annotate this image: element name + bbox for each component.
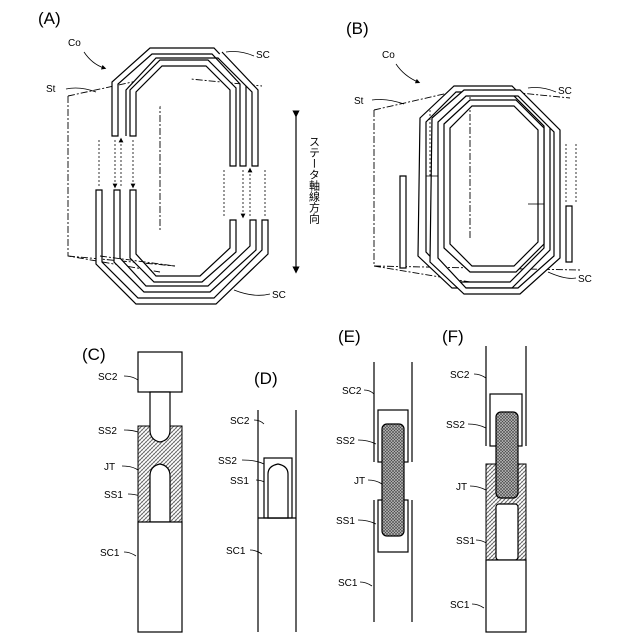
panel-b-coil-3 — [444, 100, 544, 272]
panel-d-ss1-label: SS1 — [230, 476, 249, 487]
panel-c-ss1-label: SS1 — [104, 490, 123, 501]
panel-c-ss1 — [150, 464, 170, 522]
panel-f-leaders — [468, 374, 488, 608]
panel-e-sc1-label: SC1 — [338, 578, 358, 589]
panel-b-sc-bottom-leader — [548, 272, 576, 278]
panel-f-joint — [496, 412, 518, 498]
panel-c-sc2 — [138, 352, 182, 392]
panel-b-st-label: St — [354, 96, 364, 107]
panel-c-ss2-label: SS2 — [98, 426, 117, 437]
panel-d-sc2-label: SC2 — [230, 416, 250, 427]
panel-c-sc1 — [138, 522, 182, 632]
panel-c: (C) SC2 SS2 JT SS1 SC1 — [82, 345, 182, 632]
panel-a-sc-top-leader — [226, 52, 254, 57]
panel-b-st-leader — [372, 100, 404, 105]
panel-c-sc2-label: SC2 — [98, 372, 118, 383]
panel-f-ss2-label: SS2 — [446, 420, 465, 431]
panel-e-ss1-label: SS1 — [336, 516, 355, 527]
panel-a-label: (A) — [38, 9, 61, 28]
panel-c-leaders — [122, 376, 140, 556]
panel-e-label: (E) — [338, 327, 361, 346]
panel-f-sc2-label: SC2 — [450, 370, 470, 381]
panel-a-st-leader — [66, 88, 96, 92]
panel-e-joint — [382, 424, 404, 536]
panel-b-lead-right — [566, 206, 572, 262]
panel-a-st-label: St — [46, 84, 56, 95]
panel-b-co-arrow — [396, 64, 418, 82]
panel-c-ss2 — [150, 392, 170, 442]
panel-b-sc-bottom-label: SC — [578, 274, 592, 285]
panel-f-sc1-label: SC1 — [450, 600, 470, 611]
panel-e-sc2-label: SC2 — [342, 386, 362, 397]
panel-a-sc-top-label: SC — [256, 50, 270, 61]
panel-c-jt-label: JT — [104, 462, 115, 473]
panel-e-ss2-label: SS2 — [336, 436, 355, 447]
panel-c-label: (C) — [82, 345, 106, 364]
panel-b-co-label: Co — [382, 50, 395, 61]
panel-b-sc-top-leader — [528, 88, 556, 93]
panel-a-lower-coil-3 — [130, 190, 236, 282]
panel-d-label: (D) — [254, 369, 278, 388]
panel-a: (A) Co St SC SC ステー — [38, 9, 321, 304]
panel-d-ss1 — [268, 464, 288, 518]
panel-a-upper-coil-2 — [126, 52, 258, 166]
panel-f-sc1 — [486, 560, 526, 632]
panel-f-label: (F) — [442, 327, 464, 346]
panel-c-sc1-label: SC1 — [100, 548, 120, 559]
panel-d-sc1-label: SC1 — [226, 546, 246, 557]
panel-a-axis-text: ステータ軸線方向 — [308, 136, 321, 224]
panel-d-ss2-label: SS2 — [218, 456, 237, 467]
panel-f-ss1 — [496, 504, 518, 560]
panel-d: (D) SC2 SS2 SS1 SC1 — [218, 369, 296, 632]
panel-f-ss1-label: SS1 — [456, 536, 475, 547]
panel-b: (B) Co St SC SC — [346, 19, 592, 294]
panel-b-lead-left — [400, 176, 406, 268]
panel-a-sc-bottom-label: SC — [272, 290, 286, 301]
panel-a-co-arrow — [84, 52, 104, 68]
panel-a-co-label: Co — [68, 38, 81, 49]
panel-b-sc-top-label: SC — [558, 86, 572, 97]
panel-b-label: (B) — [346, 19, 369, 38]
panel-e: (E) SC2 SS2 JT SS1 SC1 — [336, 327, 412, 622]
panel-f: (F) SC2 SS2 JT SS1 SC1 — [442, 327, 526, 632]
panel-f-jt-label: JT — [456, 482, 467, 493]
panel-e-jt-label: JT — [354, 476, 365, 487]
panel-a-sc-bottom-leader — [234, 290, 270, 295]
